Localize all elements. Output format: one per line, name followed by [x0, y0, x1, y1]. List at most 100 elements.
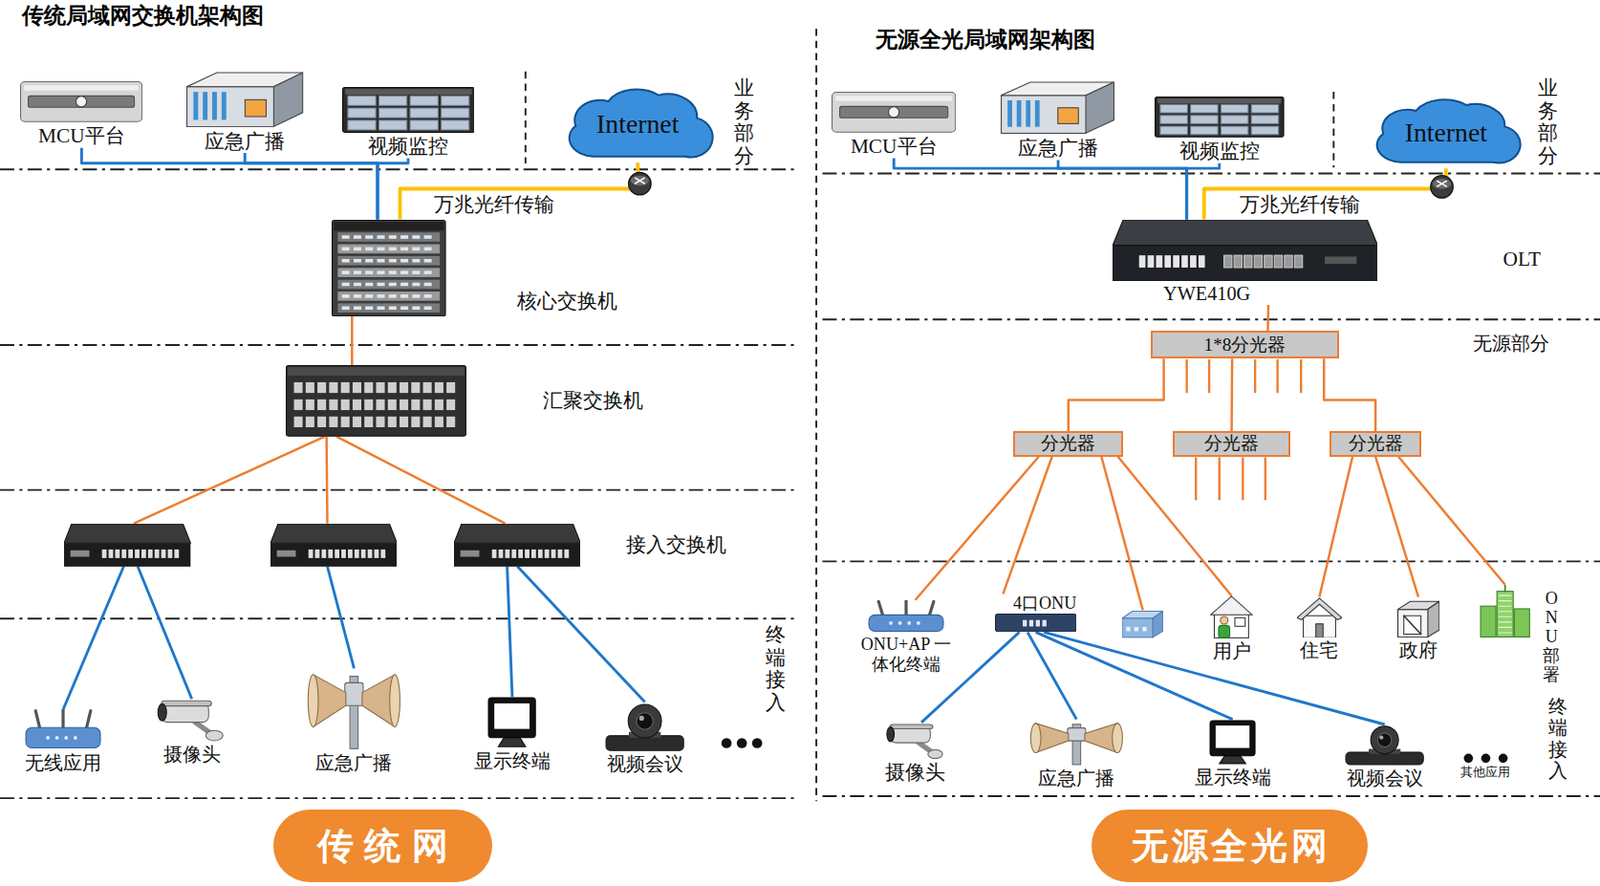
- house-icon: [1297, 597, 1342, 639]
- residence-onu: 住宅: [1297, 597, 1342, 663]
- icon-part: [424, 259, 433, 263]
- icon-part: [202, 91, 208, 120]
- icon-part: [341, 416, 350, 428]
- icon-part: [1160, 115, 1189, 125]
- optical-fiber-link: [1002, 456, 1052, 595]
- icon-part: [293, 399, 303, 411]
- icon-part: [1294, 255, 1302, 268]
- core-switch: 核心交换机: [331, 219, 618, 317]
- icon-part: [270, 542, 397, 567]
- icon-part: [1463, 753, 1473, 763]
- icon-part: [334, 549, 340, 559]
- icon-part: [108, 549, 114, 559]
- optical-fiber-link: [1068, 358, 1165, 432]
- icon-part: [352, 399, 362, 411]
- internet-cloud: Internet: [563, 86, 713, 163]
- icon-part: [1513, 608, 1530, 637]
- icon-part: [1134, 627, 1139, 631]
- icon-part: [64, 542, 191, 567]
- router-top: [1432, 178, 1451, 190]
- icon-part: [1164, 255, 1171, 268]
- icon-part: [353, 270, 362, 275]
- node-label: 摄像头: [163, 743, 221, 766]
- serverbox-icon: [186, 71, 304, 129]
- band-divider: [821, 795, 1600, 798]
- optical-fiber-link: [1318, 456, 1353, 598]
- icon-part: [389, 235, 397, 239]
- icon-part: [1324, 256, 1357, 264]
- icon-part: [327, 549, 333, 559]
- icon-part: [440, 95, 469, 106]
- icon-part: [161, 549, 167, 559]
- icon-part: [1251, 115, 1279, 125]
- icon-part: [307, 674, 319, 728]
- icon-part: [446, 382, 455, 393]
- icon-part: [376, 270, 385, 275]
- icon-part: [1251, 105, 1279, 114]
- icon-part: [898, 621, 903, 626]
- node-label: 1*8分光器: [1204, 334, 1287, 356]
- icon-part: [389, 305, 397, 310]
- icon-part: [1041, 620, 1046, 628]
- icon-part: [337, 255, 440, 265]
- splitter-stub: [1185, 359, 1188, 393]
- icon-part: [244, 99, 266, 117]
- icon-part: [1498, 621, 1512, 623]
- icon-part: [1498, 594, 1512, 596]
- optical-fiber-link: [1375, 456, 1419, 598]
- icon-part: [1067, 727, 1086, 740]
- node-label: 分光器: [1040, 432, 1096, 455]
- icon-part: [411, 235, 420, 239]
- icon-part: [1498, 616, 1512, 618]
- icon-part: [1223, 255, 1232, 268]
- node-label: MCU平台: [850, 134, 938, 159]
- icon-part: [840, 106, 949, 118]
- optical-splitter: 1*8分光器: [1150, 330, 1341, 359]
- icon-part: [1220, 105, 1249, 114]
- splitter-stub: [1208, 359, 1211, 393]
- icon-part: [134, 549, 140, 559]
- icon-part: [627, 704, 662, 738]
- icon-part: [1181, 255, 1189, 268]
- icon-part: [1160, 105, 1189, 114]
- network-cable: [893, 157, 1187, 219]
- speaker-terminal: 应急广播: [1025, 719, 1128, 790]
- camera-terminal: 摄像头: [885, 722, 947, 785]
- network-cable: [507, 566, 513, 698]
- icon-part: [1157, 99, 1281, 105]
- icon-part: [498, 549, 504, 559]
- icon-part: [315, 549, 321, 559]
- icon-part: [1233, 255, 1242, 268]
- icon-part: [353, 294, 362, 299]
- optical-fiber-link: [133, 436, 325, 524]
- node-label: 应急广播: [204, 129, 285, 154]
- node-label: 用户: [1212, 640, 1252, 663]
- icon-part: [424, 246, 433, 251]
- icon-part: [293, 416, 303, 428]
- icon-part: [337, 291, 440, 302]
- icon-part: [422, 382, 432, 393]
- more-dots: [721, 737, 763, 749]
- icon-part: [424, 235, 433, 239]
- icon-part: [1243, 255, 1252, 268]
- icon-part: [174, 549, 180, 559]
- icon-part: [1316, 623, 1324, 638]
- router-symbol: [628, 172, 651, 195]
- icon-part: [411, 294, 420, 299]
- icon-part: [1016, 100, 1022, 128]
- icon-part: [505, 549, 511, 559]
- network-cable: [1027, 631, 1077, 719]
- icon-part: [1397, 608, 1428, 637]
- icon-part: [1152, 611, 1164, 638]
- icon-part: [832, 92, 956, 133]
- splitter-stub: [1254, 359, 1256, 393]
- icon-part: [1220, 127, 1249, 136]
- icon-part: [460, 549, 480, 557]
- icon-part: [488, 697, 536, 738]
- more-dot: [736, 737, 748, 749]
- icon-part: [1498, 610, 1512, 612]
- icon-part: [347, 120, 376, 130]
- icon-part: [380, 549, 386, 559]
- icon-part: [1220, 616, 1229, 625]
- icon-part: [1022, 620, 1027, 628]
